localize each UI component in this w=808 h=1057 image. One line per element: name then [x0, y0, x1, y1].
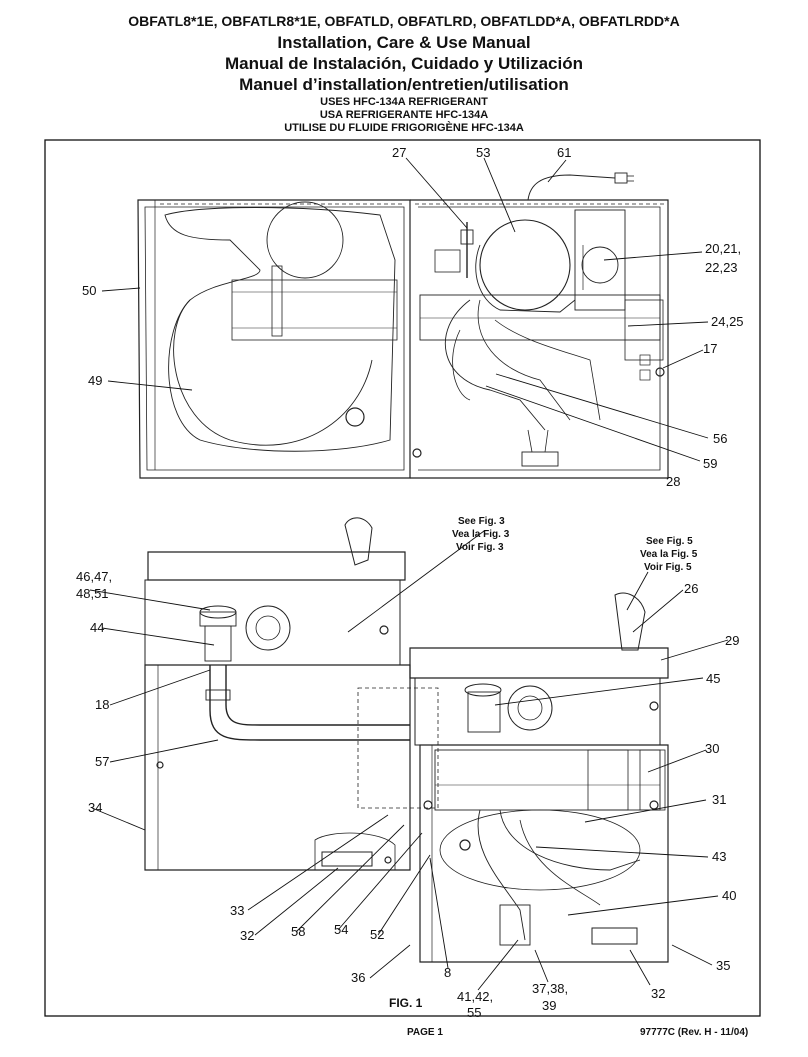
- title-english: Installation, Care & Use Manual: [277, 33, 531, 52]
- label-53: 53: [476, 145, 490, 160]
- label-44: 44: [90, 620, 104, 635]
- label-52: 52: [370, 927, 384, 942]
- cross-reference-notes: See Fig. 3 Vea la Fig. 3 Voir Fig. 3 See…: [452, 516, 698, 573]
- front-view-lower-unit: [409, 592, 669, 963]
- label-45: 45: [706, 671, 720, 686]
- label-35: 35: [716, 958, 730, 973]
- label-33: 33: [230, 903, 244, 918]
- note-fig5-fr: Voir Fig. 5: [644, 562, 692, 573]
- revision-number: 97777C (Rev. H - 11/04): [640, 1027, 749, 1038]
- figure-label: FIG. 1: [389, 996, 423, 1010]
- label-37-38: 37,38,: [532, 981, 568, 996]
- label-8: 8: [444, 965, 451, 980]
- refrigerant-english: USES HFC-134A REFRIGERANT: [320, 96, 488, 108]
- label-24-25: 24,25: [711, 314, 744, 329]
- label-54: 54: [334, 922, 348, 937]
- leader-lines: [89, 157, 729, 991]
- label-32-right: 32: [651, 986, 665, 1001]
- label-34: 34: [88, 800, 102, 815]
- label-41-42: 41,42,: [457, 989, 493, 1004]
- callout-labels: 27 53 61 20,21, 22,23 50 24,25 17 49 56 …: [76, 145, 744, 1020]
- note-fig3-fr: Voir Fig. 3: [456, 542, 504, 553]
- title-french: Manuel d’installation/entretien/utilisat…: [239, 75, 569, 94]
- label-59: 59: [703, 456, 717, 471]
- label-55: 55: [467, 1005, 481, 1020]
- label-18: 18: [95, 697, 109, 712]
- label-28: 28: [666, 474, 680, 489]
- label-40: 40: [722, 888, 736, 903]
- label-56: 56: [713, 431, 727, 446]
- label-46-47: 46,47,: [76, 569, 112, 584]
- label-29: 29: [725, 633, 739, 648]
- label-50: 50: [82, 283, 96, 298]
- refrigerant-french: UTILISE DU FLUIDE FRIGORIGÈNE HFC-134A: [284, 122, 524, 134]
- label-20-21: 20,21,: [705, 241, 741, 256]
- label-22-23: 22,23: [705, 260, 738, 275]
- top-view: [137, 172, 669, 479]
- title-spanish: Manual de Instalación, Cuidado y Utiliza…: [225, 54, 583, 73]
- refrigerant-spanish: USA REFRIGERANTE HFC-134A: [319, 109, 489, 121]
- label-58: 58: [291, 924, 305, 939]
- label-31: 31: [712, 792, 726, 807]
- label-27: 27: [392, 145, 406, 160]
- page-number: PAGE 1: [407, 1027, 443, 1038]
- label-26: 26: [684, 581, 698, 596]
- note-fig3-en: See Fig. 3: [458, 516, 505, 527]
- label-36: 36: [351, 970, 365, 985]
- label-43: 43: [712, 849, 726, 864]
- model-numbers: OBFATL8*1E, OBFATLR8*1E, OBFATLD, OBFATL…: [128, 13, 680, 29]
- label-39: 39: [542, 998, 556, 1013]
- label-30: 30: [705, 741, 719, 756]
- label-32-left: 32: [240, 928, 254, 943]
- label-57: 57: [95, 754, 109, 769]
- figure-frame: [44, 139, 761, 1017]
- label-61: 61: [557, 145, 571, 160]
- note-fig3-es: Vea la Fig. 3: [452, 529, 510, 540]
- note-fig5-es: Vea la Fig. 5: [640, 549, 698, 560]
- note-fig5-en: See Fig. 5: [646, 536, 693, 547]
- front-view-upper-unit: [144, 517, 439, 871]
- label-48-51: 48,51: [76, 586, 109, 601]
- label-49: 49: [88, 373, 102, 388]
- label-17: 17: [703, 341, 717, 356]
